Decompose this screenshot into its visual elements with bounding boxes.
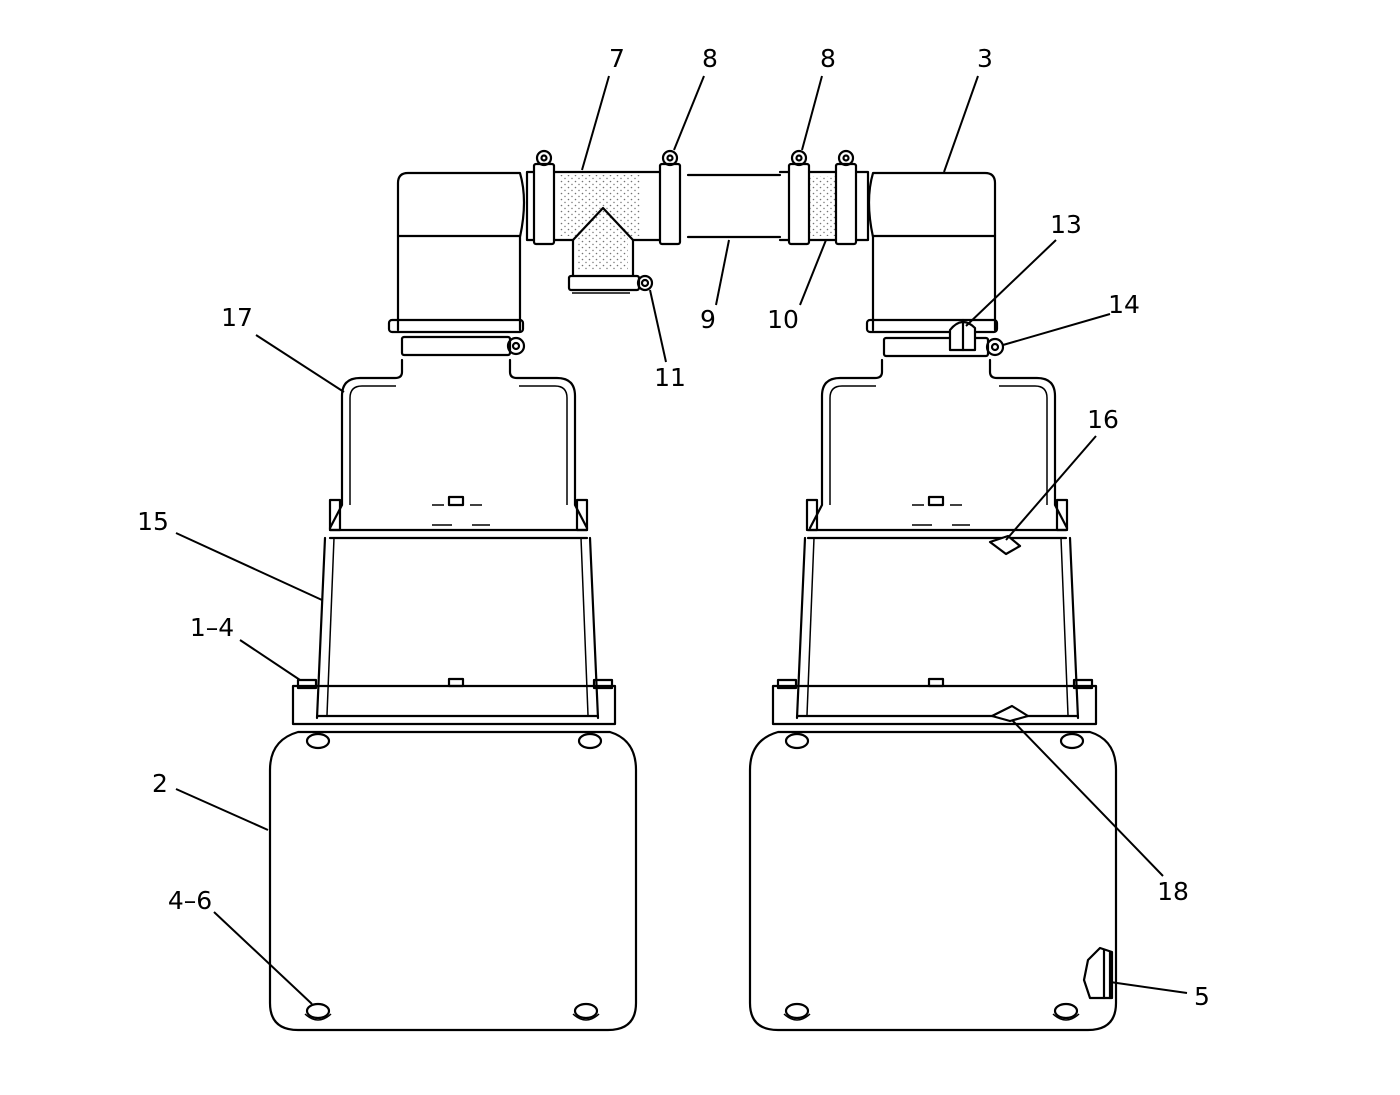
callout-13: 13 xyxy=(1050,210,1082,239)
right-filter-box xyxy=(748,730,1118,1032)
callout-7: 7 xyxy=(609,44,625,73)
callout-15: 15 xyxy=(137,507,169,536)
right-sensor-13 xyxy=(948,318,977,352)
leader-lines xyxy=(175,75,1188,1005)
callout-3: 3 xyxy=(977,44,993,73)
callout-10: 10 xyxy=(767,305,799,334)
callout-17: 17 xyxy=(221,303,253,332)
callout-8-left: 8 xyxy=(702,44,718,73)
clamp-10 xyxy=(834,149,858,246)
right-elbow xyxy=(865,171,999,334)
clamp-8b xyxy=(787,149,811,246)
left-hose-clamp-17 xyxy=(400,335,526,357)
clamp-8a xyxy=(658,149,682,246)
left-housing-lower xyxy=(315,536,600,720)
left-elbow xyxy=(387,171,526,334)
connector-pipe xyxy=(686,170,870,242)
left-housing-top xyxy=(328,358,589,540)
right-mount-flange xyxy=(771,678,1098,726)
callout-11: 11 xyxy=(654,363,686,392)
callout-14: 14 xyxy=(1108,290,1140,319)
left-filter-box xyxy=(268,730,638,1032)
callout-5: 5 xyxy=(1194,982,1210,1011)
callout-4-6: 4–6 xyxy=(168,886,212,915)
callout-9: 9 xyxy=(700,305,716,334)
callout-18: 18 xyxy=(1157,877,1189,906)
right-hose-clamp-14 xyxy=(882,336,1005,358)
right-housing-lower xyxy=(795,536,1080,720)
left-mount-flange xyxy=(291,678,617,726)
callout-1-4: 1–4 xyxy=(190,613,234,642)
callout-labels: 7 8 8 3 13 14 9 10 11 17 16 15 1–4 2 18 … xyxy=(137,44,1210,1011)
clamp-7 xyxy=(532,149,556,246)
right-housing-top xyxy=(805,358,1069,556)
callout-16: 16 xyxy=(1087,405,1119,434)
callout-2: 2 xyxy=(152,769,168,798)
callout-8-right: 8 xyxy=(820,44,836,73)
